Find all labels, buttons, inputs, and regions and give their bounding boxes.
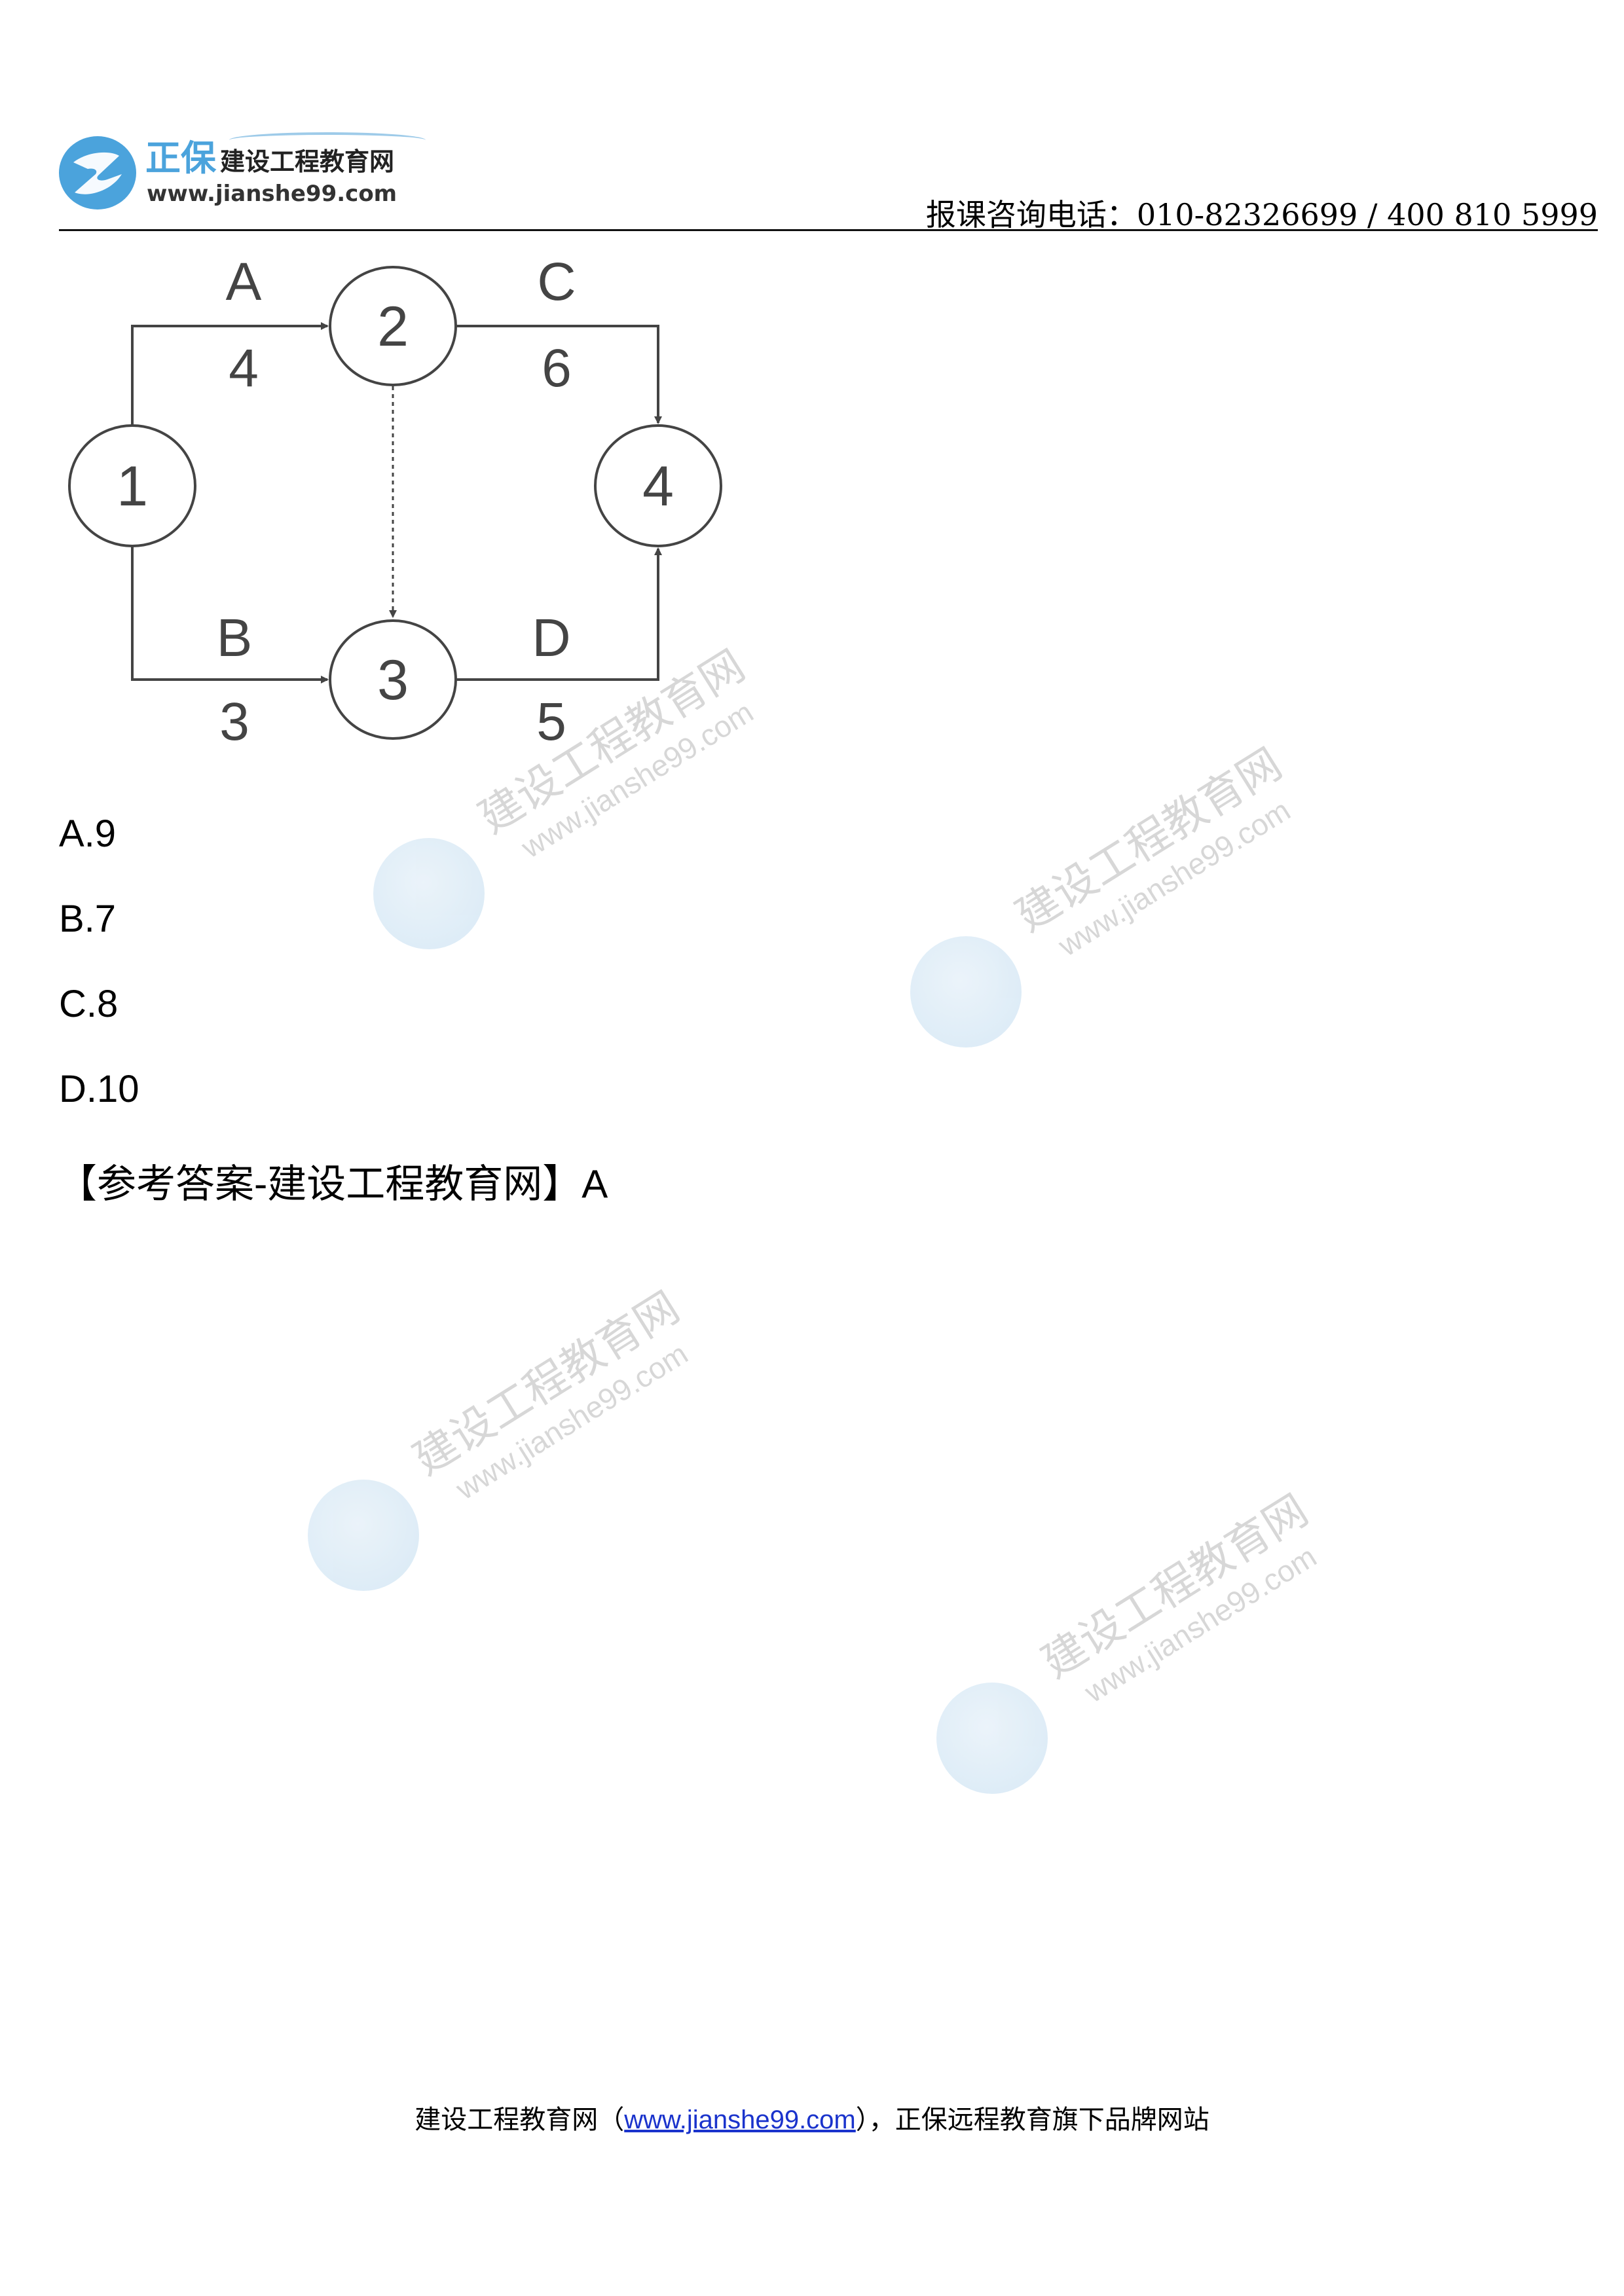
option-b: B.7 (59, 898, 117, 940)
svg-text:3: 3 (377, 649, 409, 712)
option-a: A.9 (59, 812, 117, 855)
svg-text:2: 2 (377, 295, 409, 358)
reference-answer: 【参考答案-建设工程教育网】A (58, 1152, 608, 1209)
svg-text:5: 5 (536, 692, 566, 752)
footer-site-link[interactable]: www.jianshe99.com (624, 2105, 856, 2134)
svg-text:3: 3 (219, 692, 249, 752)
svg-text:4: 4 (642, 455, 674, 518)
option-d: D.10 (59, 1068, 139, 1110)
svg-text:4: 4 (229, 338, 259, 398)
node-4 (594, 424, 722, 547)
page-footer: 建设工程教育网（www.jianshe99.com），正保远程教育旗下品牌网站 (0, 2098, 1624, 2136)
answer-value: A (581, 1162, 608, 1206)
watermark-logo-icon (308, 1480, 419, 1591)
footer-prefix: 建设工程教育网（ (415, 2105, 625, 2135)
logo-name: 建设工程教育网 (220, 147, 395, 176)
footer-suffix: ），正保远程教育旗下品牌网站 (855, 2105, 1209, 2135)
network-diagram: 1 2 3 4 A 4 B 3 C 6 D 5 (59, 252, 740, 773)
header-divider (59, 229, 1598, 231)
watermark-logo-icon (373, 838, 485, 949)
svg-text:B: B (217, 608, 253, 668)
watermark-logo-icon (910, 936, 1022, 1048)
svg-text:6: 6 (542, 338, 572, 398)
site-logo: 正保建设工程教育网 www.jianshe99.com (59, 131, 426, 216)
logo-mark-icon (59, 136, 136, 210)
svg-text:A: A (226, 255, 262, 312)
answer-label: 【参考答案-建设工程教育网】 (58, 1161, 582, 1207)
logo-url: www.jianshe99.com (147, 181, 397, 207)
watermark-logo-icon (936, 1683, 1048, 1794)
svg-text:1: 1 (117, 455, 148, 518)
logo-brand: 正保 (145, 137, 216, 179)
svg-text:C: C (537, 255, 576, 312)
logo-arc (229, 132, 426, 148)
svg-text:D: D (532, 608, 570, 668)
option-c: C.8 (59, 983, 119, 1025)
contact-phone: 报课咨询电话：010-82326699 / 400 810 5999 (925, 197, 1598, 232)
